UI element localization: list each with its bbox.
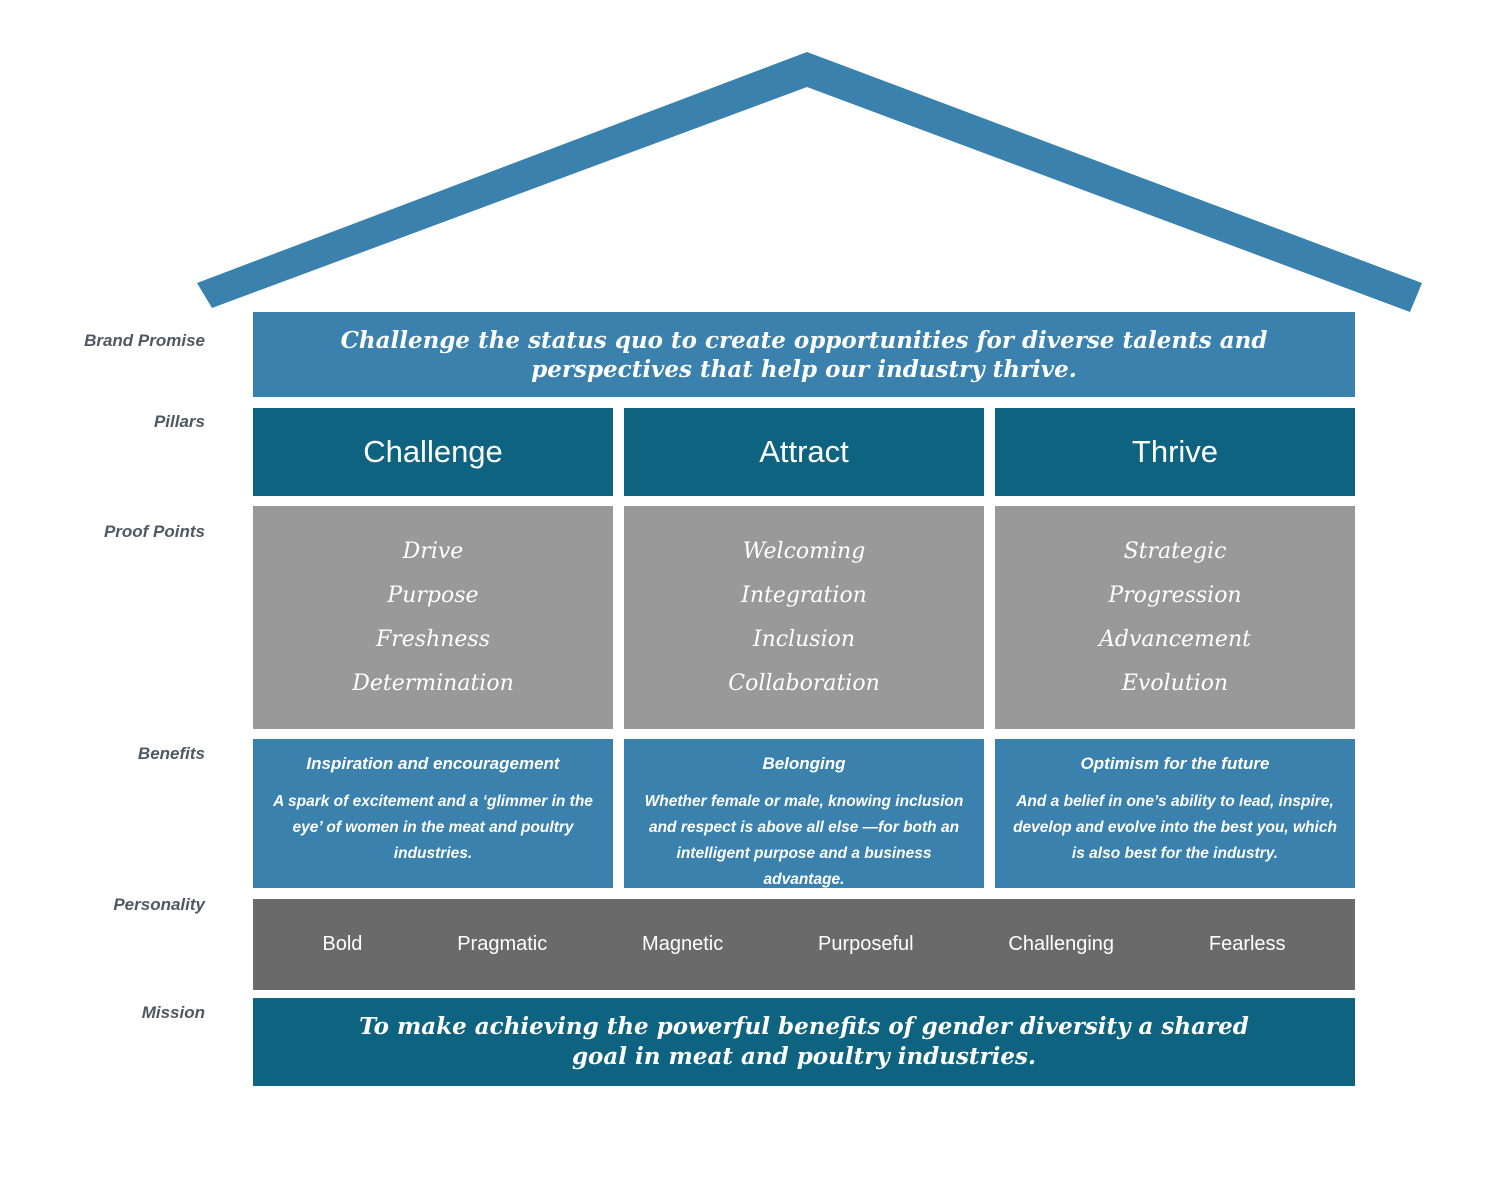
row-label-pillars: Pillars bbox=[153, 412, 205, 431]
personality-trait: Challenging bbox=[1008, 933, 1115, 955]
benefit-body: Whether female or male, knowing inclusio… bbox=[644, 793, 964, 888]
benefit-challenge: Inspiration and encouragement A spark of… bbox=[253, 739, 613, 888]
proof-point: Progression bbox=[1108, 583, 1242, 608]
benefit-title: Optimism for the future bbox=[1080, 754, 1270, 773]
benefit-body: And a belief in one’s ability to lead, i… bbox=[1013, 793, 1337, 862]
personality-trait: Bold bbox=[322, 933, 363, 955]
benefit-title: Belonging bbox=[762, 754, 846, 773]
proof-point: Collaboration bbox=[728, 671, 880, 696]
brand-promise-line1: Challenge the status quo to create oppor… bbox=[340, 326, 1268, 354]
row-label-mission: Mission bbox=[141, 1003, 205, 1022]
mission-line2: goal in meat and poultry industries. bbox=[571, 1043, 1037, 1070]
benefit-body: A spark of excitement and a ‘glimmer in … bbox=[273, 793, 593, 862]
proof-points-challenge: Drive Purpose Freshness Determination bbox=[253, 506, 613, 729]
benefit-title: Inspiration and encouragement bbox=[306, 754, 560, 773]
row-label-proof-points: Proof Points bbox=[103, 522, 205, 541]
pillars-row: Challenge Attract Thrive bbox=[253, 408, 1355, 496]
brand-promise-banner: Challenge the status quo to create oppor… bbox=[253, 312, 1355, 397]
personality-row: Bold Pragmatic Magnetic Purposeful Chall… bbox=[253, 899, 1355, 990]
proof-point: Purpose bbox=[387, 583, 479, 608]
benefits-row: Inspiration and encouragement A spark of… bbox=[253, 739, 1355, 888]
proof-point: Freshness bbox=[375, 627, 491, 652]
proof-point: Advancement bbox=[1099, 627, 1251, 652]
proof-point: Determination bbox=[352, 671, 514, 696]
mission-banner: To make achieving the powerful benefits … bbox=[253, 998, 1355, 1086]
proof-points-thrive: Strategic Progression Advancement Evolut… bbox=[995, 506, 1355, 729]
roof-shape bbox=[197, 52, 1422, 312]
pillar-thrive: Thrive bbox=[995, 408, 1355, 496]
personality-trait: Fearless bbox=[1208, 933, 1286, 955]
proof-point: Welcoming bbox=[742, 539, 866, 564]
mission-line1: To make achieving the powerful benefits … bbox=[359, 1013, 1249, 1040]
proof-point: Evolution bbox=[1121, 671, 1229, 696]
benefit-attract: Belonging Whether female or male, knowin… bbox=[624, 739, 984, 888]
personality-trait: Pragmatic bbox=[457, 933, 548, 955]
personality-trait: Magnetic bbox=[642, 933, 724, 955]
row-label-brand-promise: Brand Promise bbox=[84, 331, 205, 350]
pillar-attract: Attract bbox=[624, 408, 984, 496]
pillar-challenge: Challenge bbox=[253, 408, 613, 496]
brand-promise-line2: perspectives that help our industry thri… bbox=[531, 355, 1077, 383]
proof-points-row: Drive Purpose Freshness Determination We… bbox=[253, 506, 1355, 729]
proof-point: Integration bbox=[741, 583, 867, 608]
proof-points-attract: Welcoming Integration Inclusion Collabor… bbox=[624, 506, 984, 729]
roof-chevron bbox=[197, 52, 1422, 312]
proof-point: Strategic bbox=[1123, 539, 1227, 564]
personality-trait: Purposeful bbox=[818, 933, 914, 955]
row-label-personality: Personality bbox=[113, 895, 205, 914]
row-label-benefits: Benefits bbox=[137, 744, 205, 763]
proof-point: Inclusion bbox=[752, 627, 856, 652]
proof-point: Drive bbox=[402, 539, 464, 564]
benefit-thrive: Optimism for the future And a belief in … bbox=[995, 739, 1355, 888]
